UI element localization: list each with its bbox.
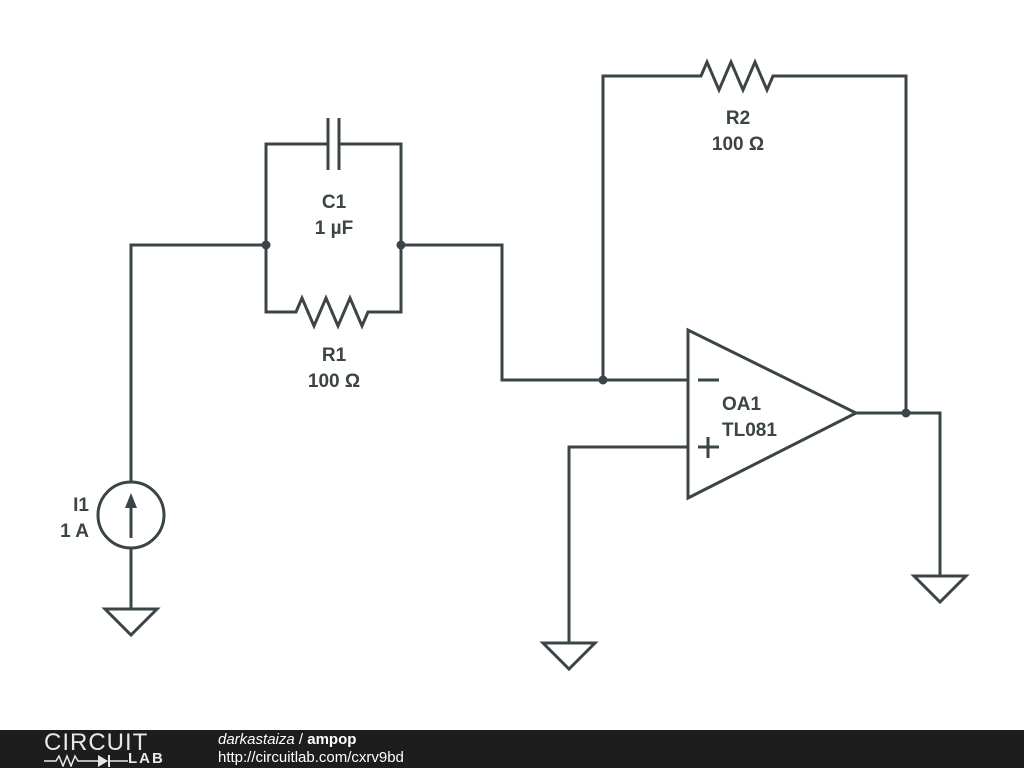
footer-bar: CIRCUIT LAB darkastaiza / ampop http://c… (0, 730, 1024, 768)
c1-value-label: 1 µF (315, 218, 353, 239)
r2-feedback-resistor (601, 58, 908, 413)
c1-name-label: C1 (322, 192, 347, 213)
junction-dot (901, 408, 911, 418)
author-name[interactable]: darkastaiza (218, 731, 295, 748)
r1-name-label: R1 (322, 345, 347, 366)
project-name[interactable]: ampop (307, 731, 357, 748)
circuitlab-logo[interactable]: CIRCUIT LAB (44, 729, 174, 768)
r2-name-label: R2 (726, 108, 750, 129)
wire-c1-left (264, 142, 327, 245)
project-credit: darkastaiza / ampop http://circuitlab.co… (218, 731, 404, 767)
oa1-value-label: TL081 (722, 420, 777, 441)
wire-source-to-junction (129, 243, 266, 482)
oa1-opamp-body (686, 327, 860, 501)
wire-noninverting-to-ground (567, 445, 688, 643)
wire-output-to-ground (856, 411, 942, 576)
circuit-schematic: C1 1 µF R1 100 Ω R2 100 Ω OA1 TL081 I1 1… (60, 58, 970, 672)
wire-c1-right (340, 142, 403, 245)
junction-dot (396, 240, 406, 250)
logo-text-lab: LAB (128, 750, 165, 767)
ground-symbol-source (101, 607, 161, 638)
ground-symbol-noninverting (539, 641, 599, 672)
oa1-name-label: OA1 (722, 394, 762, 415)
credit-line: darkastaiza / ampop (218, 731, 404, 749)
path-separator: / (294, 731, 308, 748)
r2-value-label: 100 Ω (712, 134, 764, 155)
current-arrowhead-icon (125, 493, 137, 508)
r1-resistor (264, 245, 403, 330)
junction-dot (598, 375, 608, 385)
r1-value-label: 100 Ω (308, 371, 360, 392)
i1-name-label: I1 (73, 495, 89, 516)
i1-value-label: 1 A (60, 521, 89, 542)
logo-text-circuit: CIRCUIT (44, 729, 149, 756)
wire-to-inverting-input (401, 243, 688, 382)
ground-symbol-output (910, 574, 970, 605)
project-url-link[interactable]: http://circuitlab.com/cxrv9bd (218, 749, 404, 766)
resistor-diode-logo-icon (44, 753, 128, 767)
junction-dot (261, 240, 271, 250)
